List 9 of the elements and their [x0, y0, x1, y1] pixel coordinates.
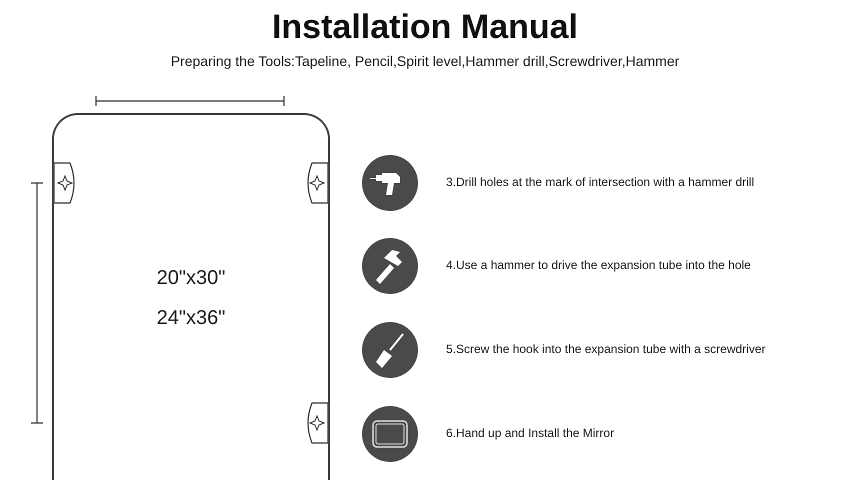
- size-label: 20"x30": [156, 267, 226, 290]
- mirror-outline: [52, 113, 330, 480]
- step-text: 4.Use a hammer to drive the expansion tube into the hole: [446, 258, 751, 272]
- step-text: 3.Drill holes at the mark of intersection with a hammer drill: [446, 175, 754, 189]
- step-text: 6.Hand up and Install the Mirror: [446, 426, 614, 440]
- subtitle: Preparing the Tools:Tapeline, Pencil,Spirit level,Hammer drill,Screwdriver,Hammer: [170, 53, 680, 69]
- step-text: 5.Screw the hook into the expansion tube with a screwdriver: [446, 342, 766, 356]
- title: Installation Manual: [270, 8, 580, 47]
- size-label: 24"x36": [156, 307, 226, 330]
